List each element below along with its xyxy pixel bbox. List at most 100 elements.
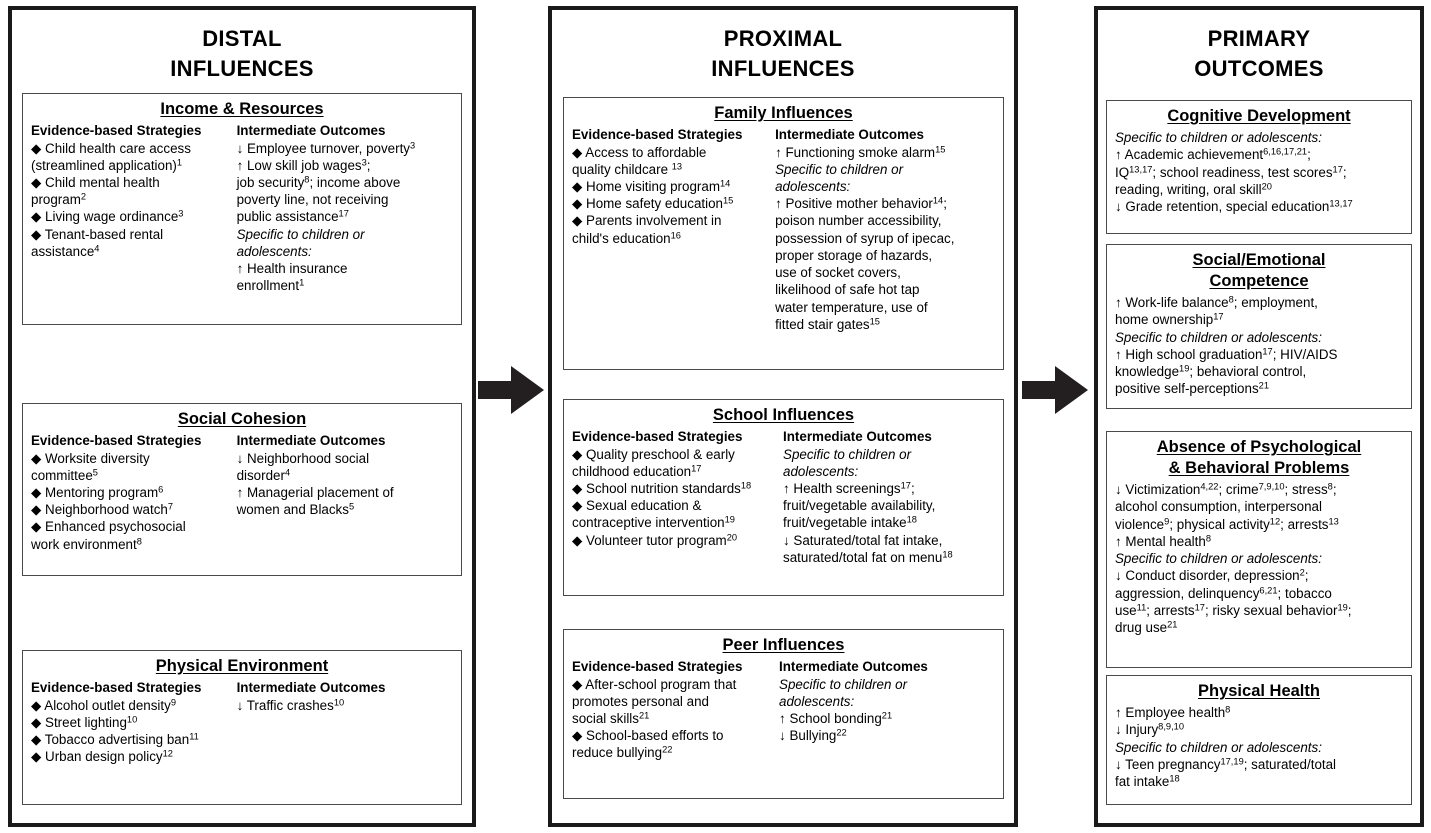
text-line: ◆ After-school program that bbox=[572, 676, 737, 692]
box-title: Family Influences bbox=[572, 103, 995, 124]
text-line: ◆ Child mental health bbox=[31, 174, 160, 190]
text-line: ◆ Tobacco advertising ban11 bbox=[31, 731, 199, 747]
box-title-line: Social Cohesion bbox=[177, 410, 307, 428]
outcomes-column: Intermediate Outcomes ↓ Employee turnove… bbox=[237, 122, 453, 294]
text-line: adolescents: bbox=[236, 243, 312, 259]
box-title: Social/Emotional Competence bbox=[1115, 250, 1403, 292]
column-title-line: PROXIMAL bbox=[723, 26, 843, 51]
text-line: fat intake18 bbox=[1115, 773, 1180, 789]
text-line: ↑ Health insurance bbox=[236, 261, 348, 277]
text-line: program2 bbox=[31, 191, 87, 208]
text-line: ◆ Alcohol outlet density9 bbox=[31, 697, 176, 713]
text-line: child's education16 bbox=[572, 230, 681, 246]
text-line: ↓ Conduct disorder, depression2; bbox=[1115, 568, 1309, 584]
box-title: Social Cohesion bbox=[31, 409, 453, 430]
box-title: Peer Influences bbox=[572, 635, 995, 656]
column-title-line: OUTCOMES bbox=[1194, 55, 1324, 81]
text-line: Specific to children or adolescents: bbox=[1115, 551, 1322, 567]
text-line: ↑ Employee health8 bbox=[1115, 704, 1231, 721]
text-line: reduce bullying22 bbox=[572, 745, 673, 761]
text-line: ↓ Employee turnover, poverty3 bbox=[236, 140, 416, 156]
text-line: ◆ Child health care access bbox=[31, 140, 191, 156]
box-title: Physical Environment bbox=[31, 656, 453, 677]
text-line: knowledge19; behavioral control, bbox=[1115, 363, 1307, 380]
text-line: ↑ Managerial placement of bbox=[236, 484, 394, 500]
text-line: ◆ Enhanced psychosocial bbox=[31, 519, 186, 535]
text-line: likelihood of safe hot tap bbox=[775, 282, 920, 298]
outcomes-heading: Intermediate Outcomes bbox=[779, 659, 928, 675]
text-line: ◆ Tenant-based rental bbox=[31, 226, 164, 242]
strategies-heading: Evidence-based Strategies bbox=[31, 123, 202, 139]
text-line: ◆ Urban design policy12 bbox=[31, 748, 173, 765]
box-title-line: Peer Influences bbox=[722, 636, 845, 654]
section-box-social-emotional-competence: Social/Emotional Competence ↑ Work-life … bbox=[1106, 244, 1412, 409]
text-line: positive self-perceptions21 bbox=[1115, 381, 1269, 397]
text-line: ↓ Bullying22 bbox=[779, 727, 847, 744]
text-line: water temperature, use of bbox=[775, 299, 928, 315]
text-line: women and Blacks5 bbox=[236, 501, 355, 518]
box-body: Evidence-based Strategies ◆ Access to af… bbox=[572, 126, 995, 333]
text-line: ↓ Neighborhood social bbox=[236, 450, 370, 466]
outcomes-heading: Intermediate Outcomes bbox=[236, 433, 386, 449]
text-line: ↑ Functioning smoke alarm15 bbox=[775, 144, 946, 160]
text-line: ↑ School bonding21 bbox=[779, 710, 893, 726]
column-title-line: DISTAL bbox=[202, 26, 282, 51]
text-line: ↓ Injury8,9,10 bbox=[1115, 722, 1185, 738]
text-line: violence9; physical activity12; arrests1… bbox=[1115, 516, 1339, 532]
box-title-line: School Influences bbox=[712, 406, 855, 424]
text-line: ◆ School nutrition standards18 bbox=[572, 480, 752, 496]
outcomes-column: Intermediate Outcomes ↓ Neighborhood soc… bbox=[237, 432, 453, 518]
text-line: ◆ Access to affordable bbox=[572, 144, 707, 160]
column-title-line: INFLUENCES bbox=[170, 55, 314, 81]
box-title-line: Competence bbox=[1209, 272, 1309, 291]
text-line: Specific to children or bbox=[779, 676, 908, 692]
strategies-list: ◆ Alcohol outlet density9◆ Street lighti… bbox=[31, 697, 231, 766]
outcome-lines: ↓ Victimization4,22; crime7,9,10; stress… bbox=[1115, 481, 1403, 636]
text-line: public assistance17 bbox=[236, 209, 349, 225]
text-line: disorder4 bbox=[236, 467, 291, 483]
text-line: fruit/vegetable intake18 bbox=[783, 515, 917, 531]
text-line: ↑ Work-life balance8; employment, bbox=[1115, 294, 1318, 311]
text-line: IQ13,17; school readiness, test scores17… bbox=[1115, 164, 1347, 180]
text-line: use of socket covers, bbox=[775, 265, 901, 281]
box-body: Evidence-based Strategies ◆ Quality pres… bbox=[572, 428, 995, 566]
section-box-absence-psychological-behavioral-problems: Absence of Psychological & Behavioral Pr… bbox=[1106, 431, 1412, 668]
text-line: adolescents: bbox=[783, 463, 859, 479]
box-title-line: Cognitive Development bbox=[1167, 107, 1351, 125]
text-line: ◆ Home visiting program14 bbox=[572, 178, 731, 194]
text-line: job security8; income above bbox=[236, 174, 401, 190]
box-title: Absence of Psychological & Behavioral Pr… bbox=[1115, 437, 1403, 479]
strategies-heading: Evidence-based Strategies bbox=[31, 433, 202, 449]
column-title-proximal: PROXIMAL INFLUENCES bbox=[552, 10, 1014, 83]
column-title-line: PRIMARY bbox=[1207, 26, 1311, 51]
text-line: alcohol consumption, interpersonal bbox=[1115, 499, 1322, 515]
text-line: Specific to children or bbox=[236, 226, 365, 242]
text-line: ↑ Positive mother behavior14; bbox=[775, 195, 947, 212]
text-line: ◆ School-based efforts to bbox=[572, 728, 724, 744]
text-line: Specific to children or adolescents: bbox=[1115, 739, 1322, 755]
text-line: childhood education17 bbox=[572, 463, 702, 479]
box-title: Physical Health bbox=[1115, 681, 1403, 702]
strategies-heading: Evidence-based Strategies bbox=[572, 127, 743, 143]
box-body: Evidence-based Strategies ◆ Worksite div… bbox=[31, 432, 453, 553]
text-line: home ownership17 bbox=[1115, 312, 1224, 328]
strategies-column: Evidence-based Strategies ◆ Worksite div… bbox=[31, 432, 237, 553]
text-line: fruit/vegetable availability, bbox=[783, 498, 936, 514]
section-box-peer-influences: Peer Influences Evidence-based Strategie… bbox=[563, 629, 1004, 799]
text-line: ↓ Traffic crashes10 bbox=[236, 697, 345, 713]
box-title-line: Income & Resources bbox=[160, 100, 324, 118]
outcomes-column: Intermediate Outcomes ↓ Traffic crashes1… bbox=[237, 679, 453, 714]
outcomes-heading: Intermediate Outcomes bbox=[783, 429, 932, 445]
text-line: ◆ Sexual education & bbox=[572, 498, 702, 514]
text-line: ↓ Saturated/total fat intake, bbox=[783, 532, 943, 548]
box-title-line: Family Influences bbox=[714, 104, 853, 122]
text-line: ↓ Victimization4,22; crime7,9,10; stress… bbox=[1115, 481, 1337, 498]
text-line: ↓ Grade retention, special education13,1… bbox=[1115, 198, 1353, 214]
box-title-line: Physical Health bbox=[1198, 682, 1320, 700]
text-line: ↓ Teen pregnancy17,19; saturated/total bbox=[1115, 756, 1337, 772]
